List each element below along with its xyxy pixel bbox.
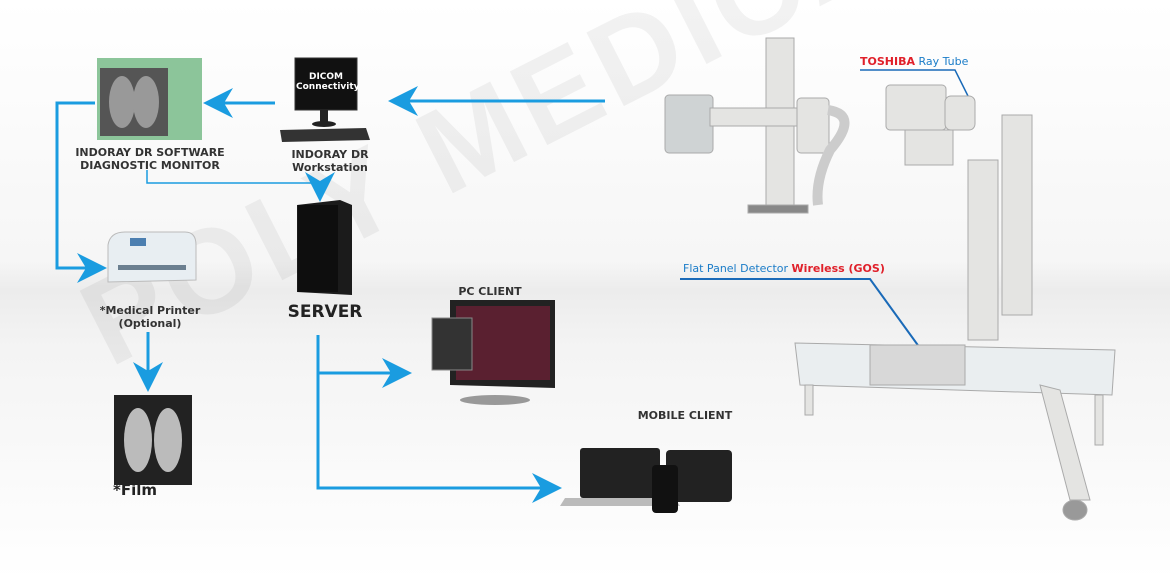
dicom-screen-line1: DICOM	[308, 72, 344, 82]
printer-label-line2: (Optional)	[118, 317, 182, 330]
diagnostic-monitor-image	[97, 58, 202, 140]
monitor-label: INDORAY DR SOFTWARE DIAGNOSTIC MONITOR	[70, 146, 230, 172]
printer-image	[107, 231, 197, 283]
server-image	[297, 200, 352, 295]
dicom-screen-line2: Connectivity	[296, 82, 360, 92]
pc-client-image	[431, 300, 555, 405]
detector-highlight: Wireless (GOS)	[791, 262, 885, 275]
tube-text: Ray Tube	[918, 55, 969, 68]
tube-brand: TOSHIBA	[860, 55, 915, 68]
line-monitor-to-server	[146, 170, 320, 184]
tube-leader	[860, 69, 971, 101]
mobile-client-label: MOBILE CLIENT	[637, 409, 733, 422]
workstation-image	[280, 57, 370, 142]
pc-client-label: PC CLIENT	[458, 285, 522, 298]
monitor-label-line2: DIAGNOSTIC MONITOR	[80, 159, 220, 172]
monitor-label-line1: INDORAY DR SOFTWARE	[75, 146, 225, 159]
detector-text: Flat Panel Detector	[683, 262, 789, 275]
arrow-monitor-to-printer	[55, 101, 107, 283]
detector-callout: Flat Panel Detector Wireless (GOS)	[683, 262, 885, 275]
tube-callout: TOSHIBA Ray Tube	[860, 55, 968, 68]
film-image	[114, 395, 192, 485]
detector-leader	[680, 278, 926, 356]
mobile-client-image	[560, 448, 732, 513]
printer-label: *Medical Printer (Optional)	[90, 304, 210, 330]
xray-machine-image	[664, 37, 1116, 521]
film-label: *Film	[112, 481, 157, 499]
printer-label-line1: *Medical Printer	[99, 304, 201, 317]
server-label: SERVER	[287, 302, 363, 322]
arrow-server-to-clients	[316, 335, 562, 503]
workstation-label: INDORAY DR Workstation	[291, 148, 369, 174]
